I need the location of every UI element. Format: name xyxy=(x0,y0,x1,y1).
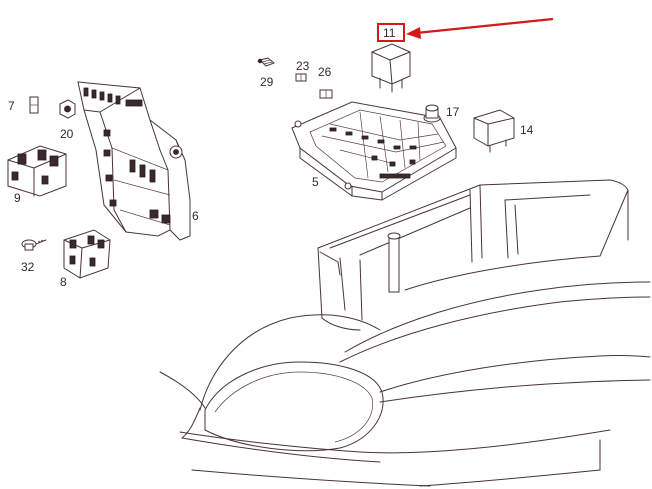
callout-6: 6 xyxy=(192,209,199,223)
highlight-arrow xyxy=(415,17,554,35)
relay-carrier xyxy=(77,81,191,241)
callout-9: 9 xyxy=(14,191,21,205)
vehicle-body-outline xyxy=(159,179,651,487)
fuse-relay-box xyxy=(291,101,457,201)
highlight-marker xyxy=(377,17,554,42)
clip-29 xyxy=(257,57,275,67)
callout-23: 23 xyxy=(296,59,310,73)
highlight-arrowhead xyxy=(406,27,421,39)
connector-block-9 xyxy=(7,145,67,197)
nut-20 xyxy=(59,99,76,119)
highlight-box xyxy=(377,23,405,42)
callout-labels: 7 20 9 32 8 6 29 23 26 11 17 14 5 xyxy=(8,26,534,289)
relay-cover-14 xyxy=(473,109,515,153)
callout-26: 26 xyxy=(318,65,332,79)
relay-11 xyxy=(371,43,411,93)
mini-fuse-23 xyxy=(295,73,307,82)
callout-5: 5 xyxy=(312,175,319,189)
callout-29: 29 xyxy=(260,75,274,89)
mini-fuse-26 xyxy=(319,89,333,99)
grommet-17 xyxy=(423,104,441,123)
callout-7: 7 xyxy=(8,99,15,113)
callout-11: 11 xyxy=(383,26,396,40)
screw-32 xyxy=(21,239,47,251)
callout-20: 20 xyxy=(60,127,74,141)
connector-block-8 xyxy=(63,229,111,279)
callout-17: 17 xyxy=(446,105,460,119)
callout-32: 32 xyxy=(21,260,35,274)
callout-14: 14 xyxy=(520,123,534,137)
callout-8: 8 xyxy=(60,275,67,289)
fuse-7 xyxy=(29,96,39,114)
